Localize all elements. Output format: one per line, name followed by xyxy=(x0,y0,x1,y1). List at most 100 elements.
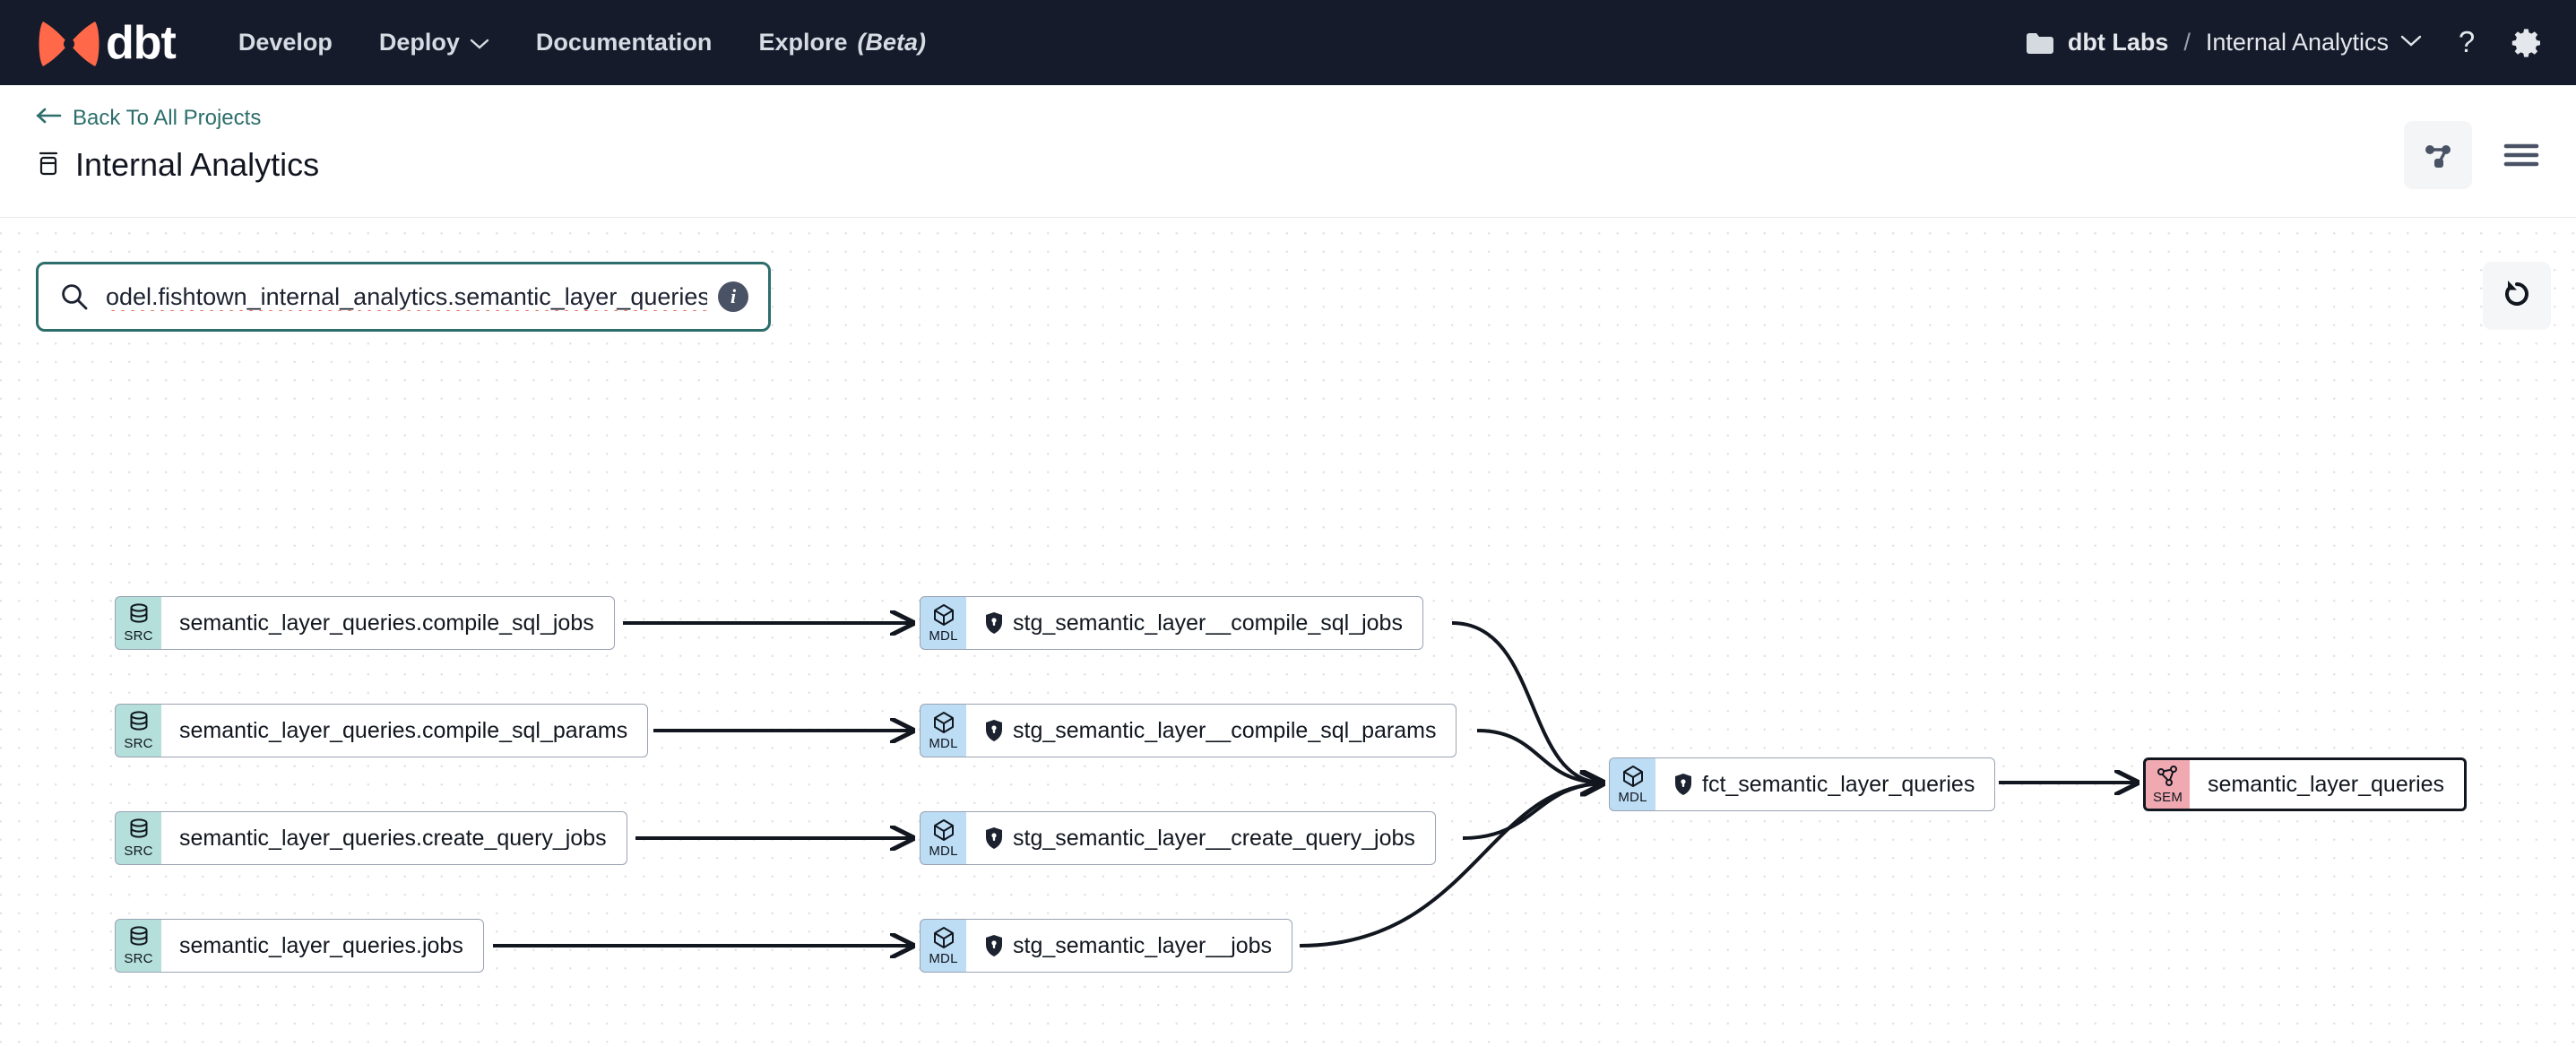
cube-icon xyxy=(1621,766,1645,788)
node-label: semantic_layer_queries.jobs xyxy=(179,932,463,958)
node-body[interactable]: stg_semantic_layer__jobs xyxy=(966,919,1293,973)
info-icon[interactable]: i xyxy=(718,281,748,312)
node-type-label: MDL xyxy=(929,844,958,859)
organization-name[interactable]: dbt Labs xyxy=(2067,29,2169,56)
breadcrumb-separator: / xyxy=(2183,29,2191,56)
search-icon xyxy=(60,282,89,311)
folder-icon xyxy=(2025,30,2055,56)
database-cylinder-icon xyxy=(128,603,150,627)
node-label: stg_semantic_layer__jobs xyxy=(1013,932,1273,958)
cube-icon xyxy=(932,819,955,842)
nav-item-explore[interactable]: Explore (Beta) xyxy=(758,29,926,56)
lineage-node[interactable]: MDL stg_semantic_layer__create_query_job… xyxy=(920,811,1458,865)
node-type-label: SRC xyxy=(124,844,153,859)
cube-icon xyxy=(932,712,955,734)
nav-item-documentation[interactable]: Documentation xyxy=(536,29,713,56)
lineage-node-selected[interactable]: SEM semantic_layer_queries xyxy=(2143,757,2469,811)
node-type-badge-src: SRC xyxy=(115,596,161,650)
node-type-badge-src: SRC xyxy=(115,919,161,973)
node-type-label: SRC xyxy=(124,736,153,751)
database-icon xyxy=(36,149,61,182)
node-body[interactable]: stg_semantic_layer__create_query_jobs xyxy=(966,811,1436,865)
lineage-node[interactable]: MDL fct_semantic_layer_queries xyxy=(1609,757,1996,811)
chevron-down-icon[interactable] xyxy=(2400,34,2422,52)
lineage-node[interactable]: MDL stg_semantic_layer__jobs xyxy=(920,919,1295,973)
reset-view-button[interactable] xyxy=(2483,262,2551,330)
lineage-node[interactable]: SRC semantic_layer_queries.jobs xyxy=(115,919,488,973)
shield-lock-icon xyxy=(1673,773,1693,796)
node-type-label: MDL xyxy=(929,736,958,751)
nav-right-cluster: dbt Labs / Internal Analytics ? xyxy=(2025,0,2544,85)
node-type-badge-src: SRC xyxy=(115,704,161,757)
project-selector-label[interactable]: Internal Analytics xyxy=(2205,29,2389,56)
lineage-node[interactable]: MDL stg_semantic_layer__compile_sql_jobs xyxy=(920,596,1448,650)
node-body[interactable]: stg_semantic_layer__compile_sql_jobs xyxy=(966,596,1423,650)
top-navigation-bar: dbt Develop Deploy Documentation Explore… xyxy=(0,0,2576,85)
nav-item-explore-label: Explore xyxy=(758,29,848,56)
nav-item-documentation-label: Documentation xyxy=(535,29,713,56)
dbt-logo-icon xyxy=(36,18,102,68)
node-type-badge-sem: SEM xyxy=(2143,757,2190,811)
shield-lock-icon xyxy=(984,611,1004,635)
database-cylinder-icon xyxy=(128,711,150,734)
question-mark-icon[interactable]: ? xyxy=(2452,26,2481,60)
shield-lock-icon xyxy=(984,719,1004,742)
arrow-left-icon xyxy=(36,106,63,131)
node-label: stg_semantic_layer__compile_sql_jobs xyxy=(1013,610,1403,636)
node-label: semantic_layer_queries.create_query_jobs xyxy=(179,825,607,851)
node-label: stg_semantic_layer__compile_sql_params xyxy=(1013,717,1437,743)
lineage-node[interactable]: SRC semantic_layer_queries.create_query_… xyxy=(115,811,631,865)
database-cylinder-icon xyxy=(128,818,150,842)
subheader-actions xyxy=(2404,121,2544,189)
back-to-all-projects-label: Back To All Projects xyxy=(73,106,262,130)
gear-icon[interactable] xyxy=(2511,27,2544,59)
page-subheader: Back To All Projects Internal Analytics xyxy=(0,85,2576,218)
nav-item-deploy[interactable]: Deploy xyxy=(379,29,489,56)
nav-item-develop[interactable]: Develop xyxy=(238,29,333,56)
node-label: semantic_layer_queries.compile_sql_jobs xyxy=(179,610,594,636)
back-to-all-projects-link[interactable]: Back To All Projects xyxy=(36,106,261,131)
node-search-box[interactable]: odel.fishtown_internal_analytics.semanti… xyxy=(36,262,771,332)
nav-item-develop-label: Develop xyxy=(238,29,333,56)
page-title-row: Internal Analytics xyxy=(36,146,319,184)
node-type-badge-mdl: MDL xyxy=(920,596,966,650)
hamburger-menu-icon[interactable] xyxy=(2499,128,2544,182)
dbt-brand[interactable]: dbt xyxy=(36,0,177,85)
primary-nav-links: Develop Deploy Documentation Explore (Be… xyxy=(238,29,926,56)
lineage-node[interactable]: SRC semantic_layer_queries.compile_sql_p… xyxy=(115,704,649,757)
lineage-graph-icon[interactable] xyxy=(2404,121,2472,189)
node-type-badge-mdl: MDL xyxy=(920,704,966,757)
node-type-badge-mdl: MDL xyxy=(920,919,966,973)
nav-item-explore-beta-tag: (Beta) xyxy=(857,29,926,56)
brand-wordmark: dbt xyxy=(106,16,177,69)
semantic-graph-icon xyxy=(2157,766,2180,788)
node-body[interactable]: semantic_layer_queries xyxy=(2190,757,2468,811)
node-type-label: MDL xyxy=(1618,790,1647,805)
node-body[interactable]: semantic_layer_queries.create_query_jobs xyxy=(161,811,627,865)
node-body[interactable]: fct_semantic_layer_queries xyxy=(1655,757,1996,811)
node-type-badge-mdl: MDL xyxy=(1609,757,1655,811)
node-body[interactable]: stg_semantic_layer__compile_sql_params xyxy=(966,704,1457,757)
node-body[interactable]: semantic_layer_queries.jobs xyxy=(161,919,484,973)
node-type-label: SRC xyxy=(124,628,153,644)
reset-rotate-icon xyxy=(2499,276,2535,316)
node-body[interactable]: semantic_layer_queries.compile_sql_jobs xyxy=(161,596,615,650)
node-label: semantic_layer_queries xyxy=(2208,771,2445,797)
node-label: fct_semantic_layer_queries xyxy=(1702,771,1975,797)
node-type-label: MDL xyxy=(929,951,958,966)
node-body[interactable]: semantic_layer_queries.compile_sql_param… xyxy=(161,704,649,757)
cube-icon xyxy=(932,927,955,949)
node-label: stg_semantic_layer__create_query_jobs xyxy=(1013,825,1415,851)
search-input[interactable]: odel.fishtown_internal_analytics.semanti… xyxy=(106,282,707,310)
node-type-label: SEM xyxy=(2152,790,2183,805)
cube-icon xyxy=(932,604,955,627)
node-type-label: SRC xyxy=(124,951,153,966)
shield-lock-icon xyxy=(984,826,1004,850)
node-type-badge-src: SRC xyxy=(115,811,161,865)
database-cylinder-icon xyxy=(128,926,150,949)
lineage-node[interactable]: MDL stg_semantic_layer__compile_sql_para… xyxy=(920,704,1473,757)
node-type-label: MDL xyxy=(929,628,958,644)
lineage-node[interactable]: SRC semantic_layer_queries.compile_sql_j… xyxy=(115,596,618,650)
page-title: Internal Analytics xyxy=(75,146,320,183)
